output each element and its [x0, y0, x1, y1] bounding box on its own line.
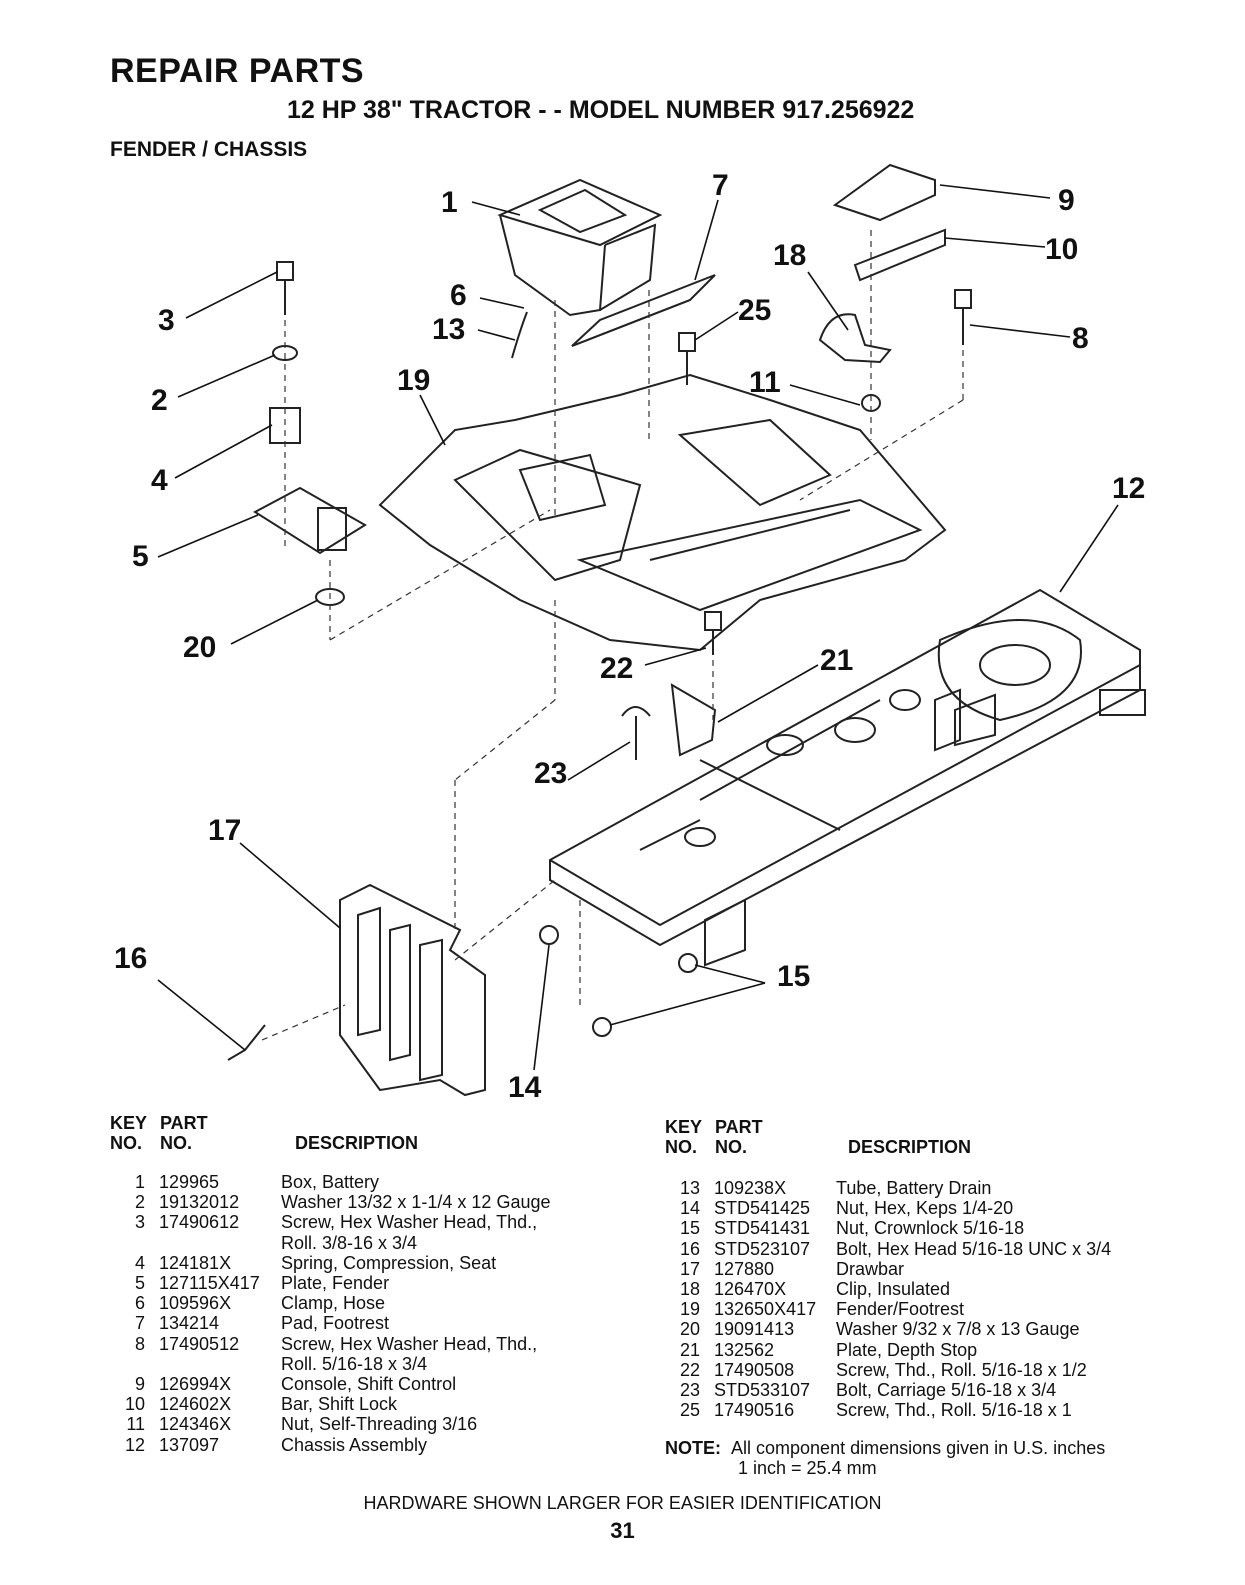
callout-19: 19 — [397, 364, 430, 397]
callout-20: 20 — [183, 631, 216, 664]
callout-23: 23 — [534, 757, 567, 790]
fender-plate-shape — [253, 486, 367, 555]
page-title: REPAIR PARTS — [110, 52, 365, 90]
tube-shape — [511, 311, 528, 359]
battery-box-shape — [497, 178, 663, 247]
callout-3: 3 — [158, 304, 175, 337]
key-no-header-right: KEY NO. — [665, 1117, 703, 1157]
note-line1: All component dimensions given in U.S. i… — [731, 1438, 1106, 1458]
page-subtitle: 12 HP 38" TRACTOR - - MODEL NUMBER 917.2… — [287, 96, 915, 124]
callout-13: 13 — [432, 313, 465, 346]
hardware-footer-note: HARDWARE SHOWN LARGER FOR EASIER IDENTIF… — [363, 1493, 882, 1513]
dimension-note: NOTE: All component dimensions given in … — [665, 1438, 1105, 1478]
callout-1: 1 — [441, 186, 458, 219]
screw-22-head — [704, 611, 722, 631]
note-label: NOTE: — [665, 1438, 721, 1458]
section-title: FENDER / CHASSIS — [110, 138, 308, 161]
depth-stop-plate-shape — [670, 683, 717, 757]
nut-14-shape — [539, 925, 559, 945]
carriage-bolt-head — [621, 706, 651, 717]
callout-6: 6 — [450, 279, 467, 312]
table-row: Roll. 5/16-18 x 3/4 — [281, 1353, 428, 1374]
callout-10: 10 — [1045, 233, 1078, 266]
page-number: 31 — [610, 1518, 635, 1543]
screw-8-head — [954, 289, 972, 309]
screw-25-head — [678, 332, 696, 352]
bolt-3-head — [276, 261, 294, 281]
callout-15: 15 — [777, 960, 810, 993]
description-header: DESCRIPTION — [295, 1133, 419, 1153]
nut-15b-shape — [592, 1017, 612, 1037]
callout-8: 8 — [1072, 322, 1089, 355]
description-header-right: DESCRIPTION — [848, 1137, 972, 1157]
nut-15a-shape — [678, 953, 698, 973]
callout-11: 11 — [749, 366, 781, 399]
part-no-header: PART NO. — [160, 1113, 208, 1153]
callout-9: 9 — [1058, 184, 1075, 217]
callout-17: 17 — [208, 814, 241, 847]
callout-25: 25 — [738, 294, 771, 327]
callout-5: 5 — [132, 540, 149, 573]
note-line2: 1 inch = 25.4 mm — [738, 1458, 877, 1478]
callout-22: 22 — [600, 652, 633, 685]
callout-14: 14 — [508, 1071, 542, 1104]
clip-shape — [818, 313, 892, 364]
callout-12: 12 — [1112, 472, 1145, 505]
fender-footrest-shape — [378, 373, 947, 652]
callout-21: 21 — [820, 644, 853, 677]
drawbar-shape — [339, 883, 486, 1097]
callout-18: 18 — [773, 239, 806, 272]
bolt-16-shape — [227, 1024, 266, 1061]
callout-4: 4 — [151, 464, 168, 497]
callout-7: 7 — [712, 169, 729, 202]
callout-16: 16 — [114, 942, 147, 975]
callout-2: 2 — [151, 384, 168, 417]
console-shape — [832, 163, 936, 222]
part-no-header-right: PART NO. — [715, 1117, 763, 1157]
exploded-parts-diagram: 1 7 9 10 18 3 6 13 25 8 2 19 11 4 12 5 2… — [114, 163, 1146, 1104]
table-row: Roll. 3/8-16 x 3/4 — [281, 1232, 418, 1253]
key-no-header: KEY NO. — [110, 1113, 148, 1153]
